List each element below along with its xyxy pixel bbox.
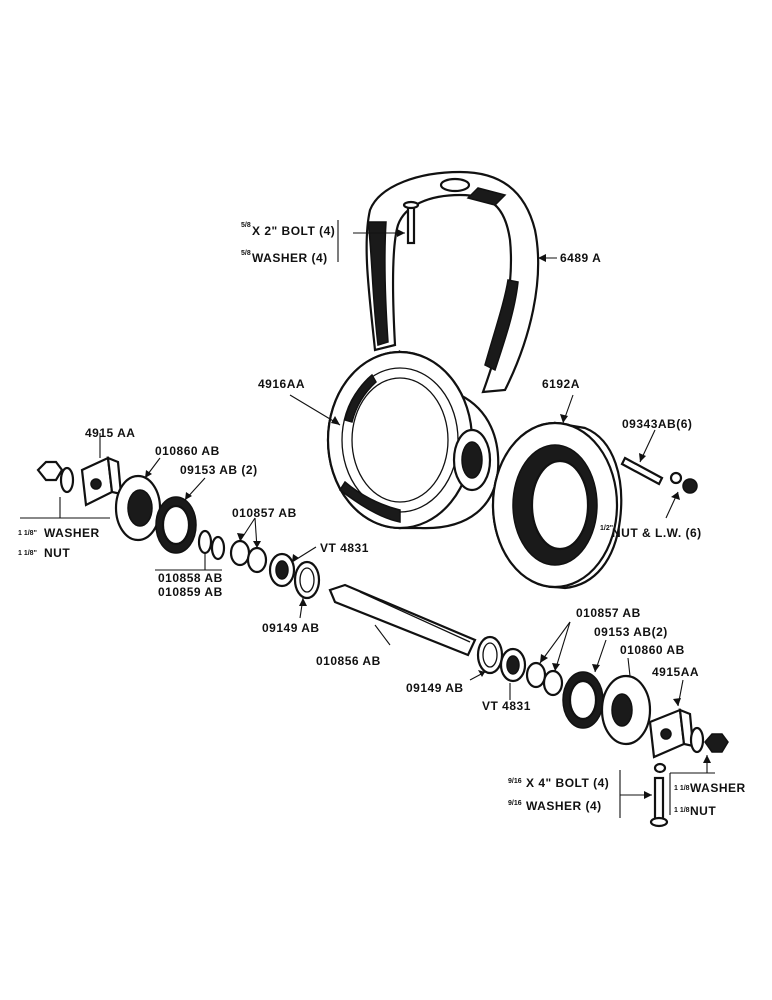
label-09153ab-right: 09153 AB(2) [594,625,668,639]
seal-09153ab-left [155,496,197,554]
label-4915aa-right: 4915AA [652,665,699,679]
washer-5-8-fraction: 5/8 [241,250,251,257]
label-washer-5-8: WASHER (4) [252,251,328,265]
label-bolt-9-16: X 4" BOLT (4) [526,776,609,790]
label-09153ab-left: 09153 AB (2) [180,463,258,477]
label-010860ab-right: 010860 AB [620,643,685,657]
label-010859ab: 010859 AB [158,585,223,599]
cap-010860ab-left [114,474,162,542]
label-4916aa: 4916AA [258,377,305,391]
label-010860ab-left: 010860 AB [155,444,220,458]
left-nut-washer-part [36,460,75,494]
bearing-vt4831-right [499,647,527,683]
ring-gear-6192a [491,421,623,590]
label-washer-left: WASHER [44,526,100,540]
label-vt4831-right: VT 4831 [482,699,531,713]
label-nut-left: NUT [44,546,70,560]
nut-left-fraction: 1 1/8" [18,550,37,557]
label-6489a: 6489 A [560,251,601,265]
bolt-9-16-fraction: 9/16 [508,778,522,785]
label-bolt-5-8: X 2" BOLT (4) [252,224,335,238]
label-010857ab-right: 010857 AB [576,606,641,620]
nut-right-fraction: 1 1/8 [674,807,690,814]
bolt-5-8-part [402,200,420,245]
bolt-5-8-fraction: 5/8 [241,222,251,229]
drum-4916aa [326,349,500,530]
label-washer-right: WASHER [690,781,746,795]
label-nut-lw: NUT & L.W. (6) [612,526,702,540]
label-010856ab: 010856 AB [316,654,381,668]
shaft-010856ab [328,583,477,657]
cup-09149ab-left [293,560,321,600]
label-09149ab-right: 09149 AB [406,681,464,695]
nut-lw-fraction: 1/2" [600,525,613,532]
cap-010860ab-right [600,674,652,746]
leader-arrowheads [145,229,711,799]
bolt-9-16-part [649,762,669,828]
labels: 5/8 X 2" BOLT (4) 5/8 WASHER (4) 6489 A … [18,222,746,818]
label-010858ab: 010858 AB [158,571,223,585]
yoke-6489a [365,170,540,394]
shims-010858ab-left [197,529,226,561]
washer-right-fraction: 1 1/8 [674,785,690,792]
seal-09153ab-right [562,671,604,729]
washer-9-16-fraction: 9/16 [508,800,522,807]
bearing-block-4915aa-left [80,456,123,507]
stud-09343ab-part [620,456,698,494]
label-4915aa-left: 4915 AA [85,426,135,440]
label-6192a: 6192A [542,377,580,391]
label-09149ab-left: 09149 AB [262,621,320,635]
washers-010857ab-left [229,539,268,574]
right-nut-washer-part [689,726,729,754]
label-nut-right: NUT [690,804,716,818]
washer-left-fraction: 1 1/8" [18,530,37,537]
label-09343ab: 09343AB(6) [622,417,692,431]
washers-010857ab-right [525,661,564,697]
label-washer-9-16: WASHER (4) [526,799,602,813]
bearing-vt4831-left [268,552,296,588]
cup-09149ab-right [476,635,504,675]
bearing-block-4915aa-right [648,708,695,759]
label-010857ab-left: 010857 AB [232,506,297,520]
label-vt4831-left: VT 4831 [320,541,369,555]
